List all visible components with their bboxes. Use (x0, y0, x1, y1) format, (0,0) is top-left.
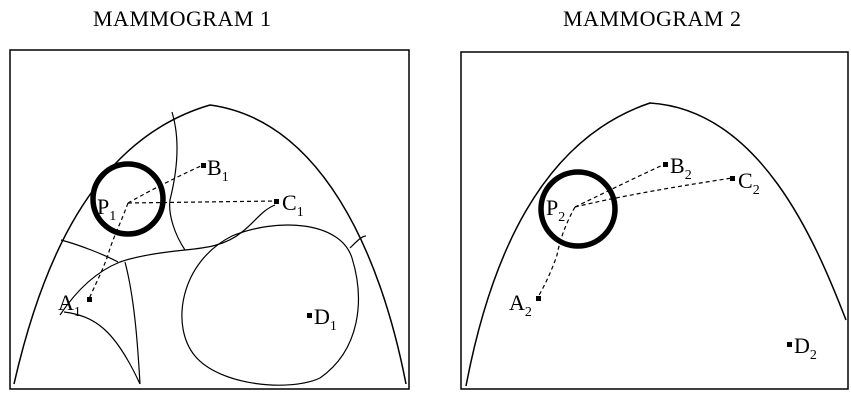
point-d1-marker (307, 313, 312, 318)
point-a1-label: A1 (58, 290, 81, 320)
mammogram-2-frame (460, 51, 849, 390)
point-d1-label: D1 (314, 304, 337, 334)
point-d2-label: D2 (794, 333, 817, 363)
mammogram-2-title: MAMMOGRAM 2 (563, 6, 742, 31)
point-b1-marker (201, 163, 206, 168)
point-c2-marker (730, 176, 735, 181)
point-c2-label: C2 (738, 168, 760, 198)
mammogram-2-breast-outline (465, 102, 847, 387)
point-a2-label: A2 (509, 290, 532, 320)
mammogram-2-panel: P2 B2 C2 A2 D2 (460, 51, 849, 390)
mammogram-1-breast-outline (13, 104, 407, 385)
point-a2-marker (536, 296, 541, 301)
mammogram-2-connectors (537, 163, 733, 298)
mammogram-1-lesion-circle (90, 161, 166, 237)
point-d2-marker (787, 342, 792, 347)
point-c1-marker (274, 199, 279, 204)
mammogram-1-title: MAMMOGRAM 1 (93, 6, 272, 31)
mammogram-2-lesion-circle (538, 169, 618, 249)
point-a1-marker (87, 297, 92, 302)
mammogram-1-connectors (88, 164, 277, 300)
point-p1-label: P1 (97, 194, 116, 224)
point-b1-label: B1 (207, 155, 229, 185)
mammogram-1-panel: P1 B1 C1 A1 D1 (9, 49, 410, 390)
point-c1-label: C1 (282, 190, 304, 220)
mammogram-1-tissue-lines (59, 111, 367, 386)
point-b2-marker (663, 162, 668, 167)
mammogram-1-frame (9, 49, 410, 390)
point-b2-label: B2 (670, 153, 692, 183)
point-p2-label: P2 (546, 195, 565, 225)
